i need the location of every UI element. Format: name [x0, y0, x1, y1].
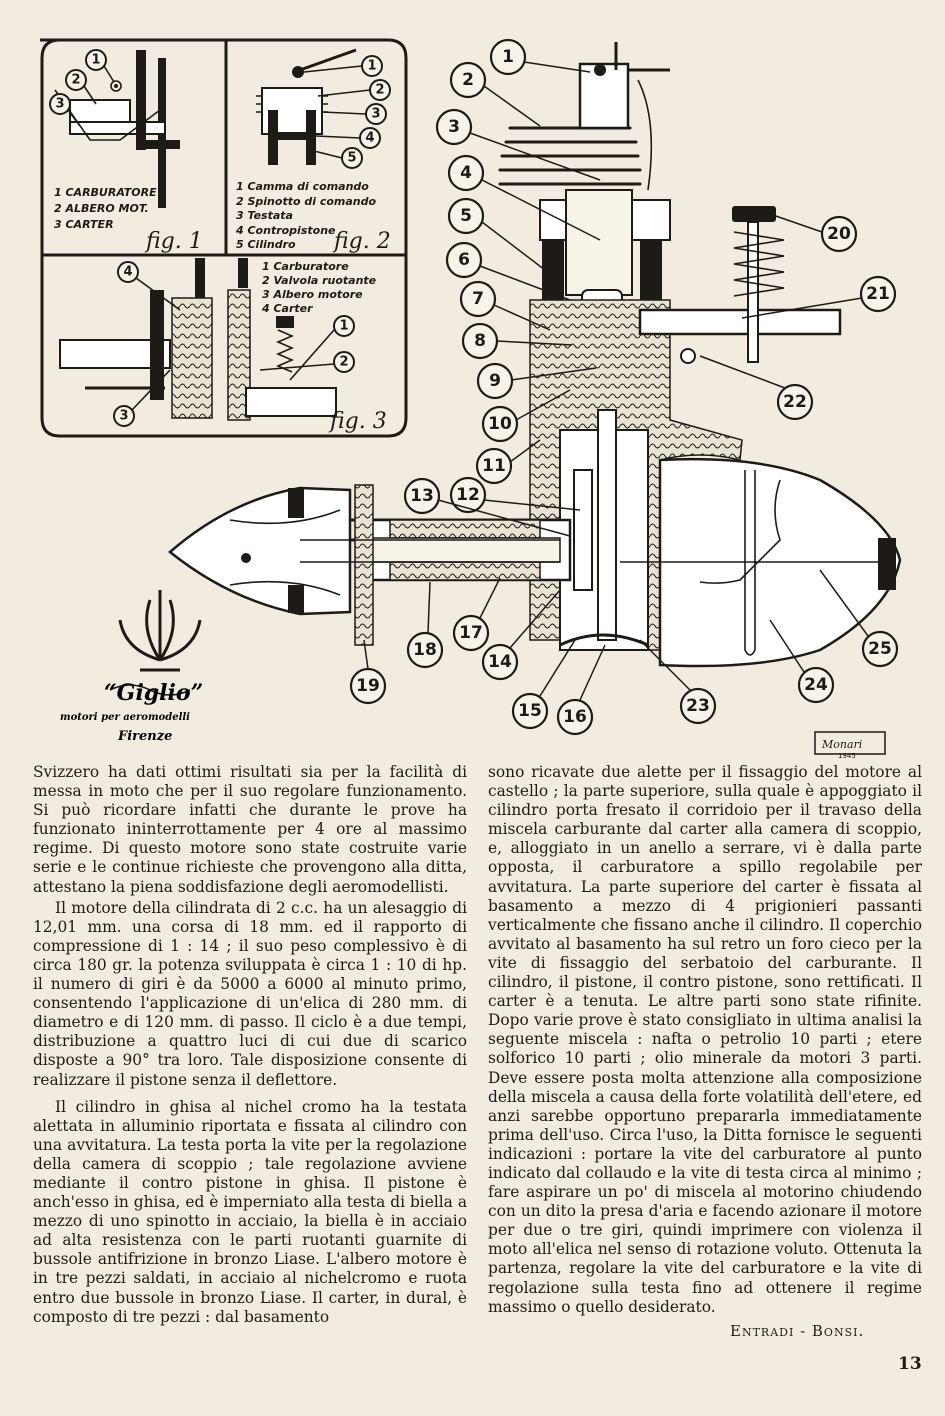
fig2-label: fig. 2	[332, 229, 391, 254]
svg-text:1: 1	[367, 59, 376, 74]
svg-text:4: 4	[365, 131, 374, 146]
svg-text:3: 3	[55, 97, 64, 112]
fig3-legend-2: 2 Valvola ruotante	[262, 274, 377, 287]
fig2-legend-1: 1 Camma di comando	[236, 180, 369, 193]
page-number: 13	[898, 1354, 922, 1374]
fig2-callout-1: 1	[361, 55, 383, 77]
article-authors: Entradi - Bonsi.	[730, 1322, 865, 1340]
fig1-legend-1: 1 CARBURATORE	[54, 186, 157, 199]
svg-text:1: 1	[339, 319, 348, 334]
fig2-legend-5: 5 Cilindro	[236, 238, 296, 251]
svg-text:3: 3	[371, 107, 380, 122]
svg-text:Monari: Monari	[821, 738, 862, 751]
logo-tagline: motori per aeromodelli	[60, 712, 190, 723]
svg-text:12: 12	[456, 485, 480, 505]
svg-text:16: 16	[563, 707, 587, 727]
svg-text:23: 23	[686, 696, 710, 716]
svg-text:2: 2	[339, 355, 348, 370]
fig3-legend-3: 3 Albero motore	[262, 288, 363, 301]
svg-text:3: 3	[448, 117, 460, 137]
article-paragraph: Il motore della cilindrata di 2 c.c. ha …	[33, 898, 467, 1089]
fig3-legend-4: 4 Carter	[261, 302, 313, 315]
fig2-callout-2: 2	[369, 79, 391, 101]
article-column-left: Svizzero ha dati ottimi risultati sia pe…	[33, 763, 467, 1327]
fig3-callout-3: 3	[113, 405, 135, 427]
svg-text:15: 15	[518, 701, 542, 721]
fig3-callout-4: 4	[117, 261, 139, 283]
svg-text:4: 4	[123, 265, 132, 280]
inset-figures-panel	[40, 38, 408, 438]
fig1-legend-2: 2 ALBERO MOT.	[54, 202, 149, 215]
fig1-callout-2: 2	[65, 69, 87, 91]
svg-text:9: 9	[489, 371, 501, 391]
fig3-callout-2: 2	[333, 351, 355, 373]
svg-text:6: 6	[458, 250, 470, 270]
svg-text:21: 21	[866, 284, 890, 304]
fig3-callout-1: 1	[333, 315, 355, 337]
svg-text:13: 13	[410, 486, 434, 506]
svg-text:25: 25	[868, 639, 892, 659]
fig3-legend-1: 1 Carburatore	[262, 260, 349, 273]
svg-text:10: 10	[488, 414, 512, 434]
fig1-callout-1: 1	[85, 49, 107, 71]
svg-text:8: 8	[474, 331, 486, 351]
svg-text:2: 2	[71, 73, 80, 88]
svg-text:2: 2	[462, 70, 474, 90]
fig2-callout-3: 3	[365, 103, 387, 125]
fig1-callout-3: 3	[49, 93, 71, 115]
svg-text:3: 3	[119, 409, 128, 424]
svg-text:1: 1	[91, 53, 100, 68]
svg-text:5: 5	[460, 206, 472, 226]
article-paragraph: sono ricavate due alette per il fissaggi…	[488, 763, 922, 1316]
svg-text:4: 4	[460, 163, 472, 183]
fig2-legend-4: 4 Contropistone	[235, 224, 336, 237]
figure-2: 1 2 3 4 5 1 Camma di comando 2 Spinotto …	[235, 48, 391, 254]
fig2-legend-3: 3 Testata	[236, 209, 293, 222]
svg-text:1: 1	[502, 47, 514, 67]
svg-text:20: 20	[827, 224, 851, 244]
giglio-logo	[109, 590, 202, 696]
svg-text:14: 14	[488, 652, 512, 672]
article-paragraph: Il cilindro in ghisa al nichel cromo ha …	[33, 1097, 467, 1326]
illustrator-signature: Monari 1945	[814, 731, 886, 760]
svg-text:5: 5	[347, 151, 356, 166]
svg-text:22: 22	[783, 392, 807, 412]
svg-text:24: 24	[804, 675, 828, 695]
svg-text:11: 11	[482, 456, 506, 476]
fig3-label: fig. 3	[328, 409, 387, 434]
cylinder-head-fins	[498, 42, 670, 191]
article-paragraph: Svizzero ha dati ottimi risultati sia pe…	[33, 763, 467, 896]
fig1-label: fig. 1	[144, 229, 203, 254]
fig1-legend-3: 3 CARTER	[54, 218, 114, 231]
fig2-callout-5: 5	[341, 147, 363, 169]
main-callouts: 1 2 3 4 5 6 7 8 9 10 11 12 13 14 15 16 1…	[349, 38, 899, 736]
fig2-callout-4: 4	[359, 127, 381, 149]
svg-text:2: 2	[375, 83, 384, 98]
article-column-right: sono ricavate due alette per il fissaggi…	[488, 763, 922, 1317]
svg-text:1945: 1945	[838, 752, 856, 760]
figure-1: 1 2 3 1 CARBURATORE 2 ALBERO MOT. 3 CART…	[49, 49, 203, 254]
main-engine-section	[168, 42, 902, 668]
engine-technical-illustration: 1 2 3 1 CARBURATORE 2 ALBERO MOT. 3 CART…	[40, 38, 902, 760]
fig2-legend-2: 2 Spinotto di comando	[236, 195, 376, 208]
svg-text:7: 7	[472, 289, 484, 309]
logo-name: “Giglio”	[104, 680, 203, 706]
figure-3: 1 2 3 4 1 Carburatore 2 Valvola ruotante…	[59, 258, 387, 434]
svg-text:17: 17	[459, 623, 483, 643]
svg-text:18: 18	[413, 640, 437, 660]
logo-city: Firenze	[117, 729, 172, 744]
svg-text:19: 19	[356, 676, 380, 696]
